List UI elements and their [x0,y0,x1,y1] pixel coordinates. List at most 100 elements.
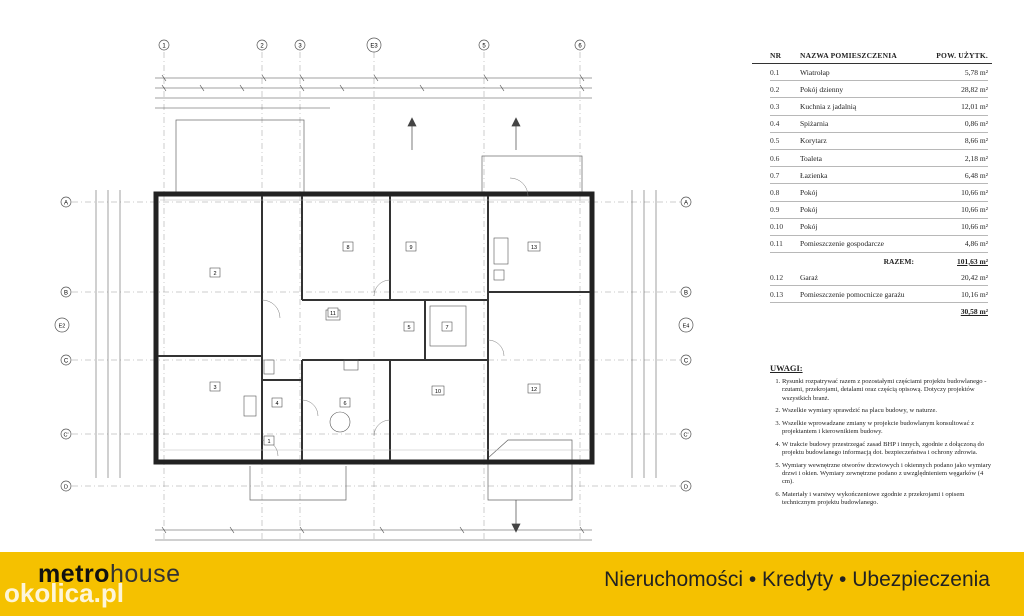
axis-bubble: 1 [158,39,170,51]
garage-total-row: 30,58 m² [770,303,988,319]
row-area: 10,66 m² [961,222,988,232]
notes-title: UWAGI: [770,363,803,373]
brand-logo-light: house [109,560,181,588]
row-name: Pokój [800,205,818,215]
room-label: 12 [527,383,541,394]
watermark: okolica.pl [4,578,124,608]
room-label: 1 [263,435,275,446]
room-number: 6 [343,401,346,407]
axis-label: 2 [260,44,264,50]
table-row: 0.8 Pokój 10,66 m² [770,184,988,202]
hatching [160,199,590,451]
axis-bubble: 3 [294,39,306,51]
row-name: Pokój [800,187,818,197]
row-name: Pokój [800,222,818,232]
axis-bubble: 5 [478,39,490,51]
top-axis-bubbles: 1 2 3 E3 5 6 [158,37,586,53]
external-walls [153,191,595,465]
room-label: 5 [403,321,415,332]
room-label: 2 [209,267,221,278]
header-nr: NR [770,51,782,60]
row-area: 10,16 m² [961,289,988,299]
axis-label: D [684,485,688,491]
axis-label: C' [683,433,688,439]
section-mark-label: E3 [370,44,378,50]
row-nr: 0.12 [770,272,784,282]
room-number: 9 [409,245,412,251]
room-label: 3 [209,381,221,392]
dimension-lines [95,77,657,541]
row-nr: 0.7 [770,170,780,180]
row-area: 10,66 m² [961,205,988,215]
note-item: W trakcie budowy przestrzegać zasad BHP … [782,441,992,457]
room-label: 7 [441,321,453,332]
row-nr: 0.11 [770,239,783,249]
notes-section: UWAGI: Rysunki rozpatrywać razem z pozos… [770,364,992,512]
row-nr: 0.9 [770,205,780,215]
internal-walls [158,196,590,460]
room-label: 11 [327,307,339,318]
terrace-outlines [175,119,583,501]
section-cut-arrows [407,117,521,533]
subtotal-value: 101,63 m² [957,256,988,266]
fixtures [243,237,509,433]
room-number: 7 [445,325,448,331]
axis-label: B [64,291,68,297]
room-labels: 2 3 8 9 13 12 5 7 10 6 4 1 11 [209,241,541,446]
axis-label: 3 [298,44,302,50]
row-nr: 0.2 [770,84,780,94]
room-number: 5 [407,325,410,331]
room-number: 13 [531,245,537,251]
row-name: Kuchnia z jadalnią [800,101,857,111]
row-area: 2,18 m² [964,153,988,163]
axis-label: A [64,201,68,207]
axis-bubble: 2 [256,39,268,51]
row-name: Toaleta [800,153,822,163]
room-label: 9 [405,241,417,252]
row-nr: 0.3 [770,101,780,111]
left-axis-bubbles: A B C C' D [60,196,72,492]
brand-logo: metrohouse [38,560,181,589]
room-label: 4 [271,397,283,408]
axis-label: C [64,359,69,365]
row-nr: 0.8 [770,187,780,197]
axis-label: B [684,291,688,297]
row-area: 4,86 m² [964,239,988,249]
tagline: Nieruchomości • Kredyty • Ubezpieczenia [604,568,990,591]
subtotal-row: RAZEM:101,63 m² [770,253,988,269]
note-item: Materiały i warstwy wykończeniowe zgodni… [782,491,992,507]
row-name: Pokój dzienny [800,84,844,94]
axis-label: 5 [482,44,486,50]
room-label: 10 [431,385,445,396]
row-area: 5,78 m² [964,67,988,77]
footer-banner: metrohouse okolica.pl Nieruchomości • Kr… [0,552,1024,616]
room-number: 12 [531,387,537,393]
note-item: Wszelkie wymiary sprawdzić na placu budo… [782,407,992,415]
row-nr: 0.4 [770,119,780,129]
axis-label: A [684,201,688,207]
room-number: 3 [213,385,216,391]
note-item: Wymiary wewnętrzne otworów drzwiowych i … [782,462,992,487]
brand-logo-bold: metro [38,560,110,588]
row-name: Garaż [800,272,818,282]
row-nr: 0.1 [770,67,780,77]
row-area: 20,42 m² [961,272,988,282]
row-name: Korytarz [800,136,827,146]
row-name: Pomieszczenie gospodarcze [800,239,884,249]
axis-label: C' [63,433,68,439]
row-area: 10,66 m² [961,187,988,197]
room-number: 10 [435,389,441,395]
garage-total-value: 30,58 m² [960,306,988,316]
room-label: 8 [342,241,354,252]
table-row: 0.12 Garaż 20,42 m² [770,269,988,287]
axis-label: 1 [162,44,166,50]
header-area: POW. UŻYTK. [936,51,988,60]
room-number: 8 [346,245,349,251]
